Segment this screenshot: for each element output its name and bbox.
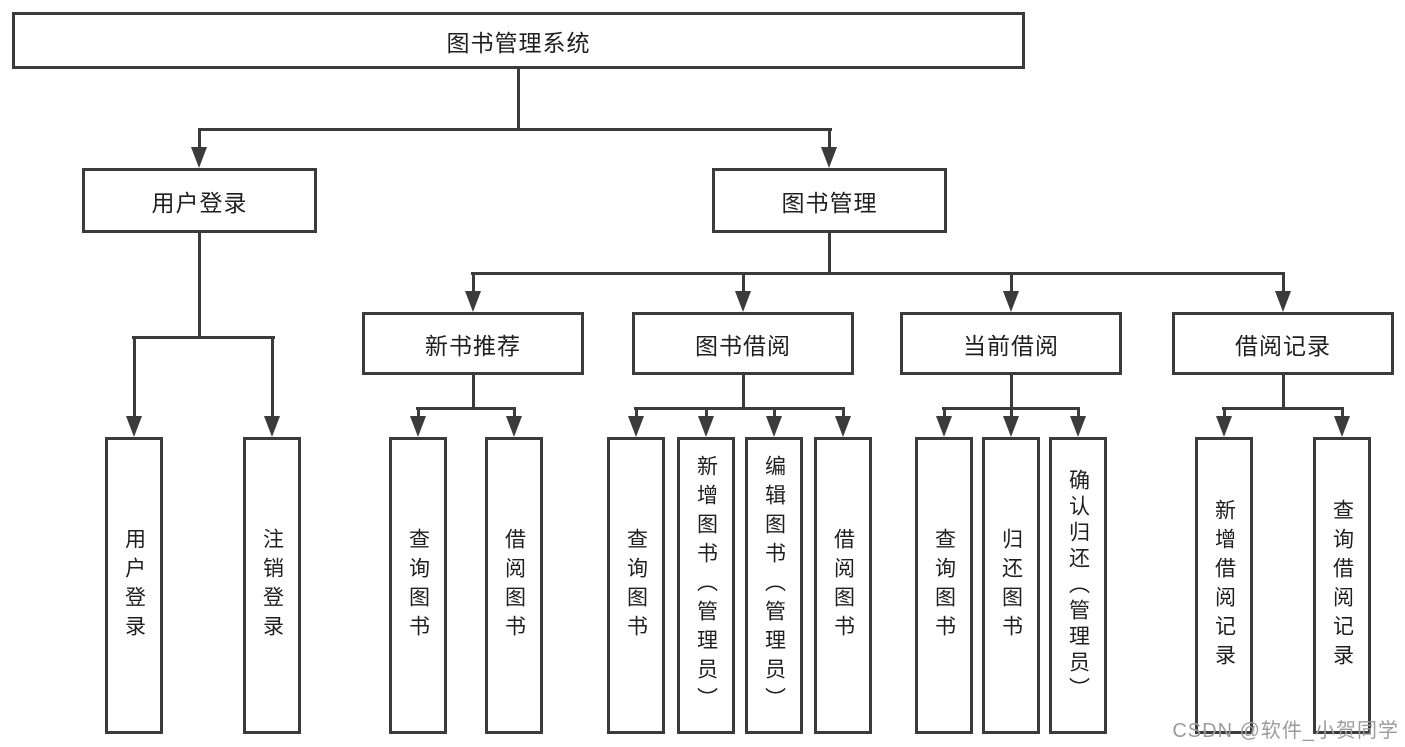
- node-book-management: 图书管理: [712, 168, 947, 233]
- arrowhead-down-icon: [410, 416, 426, 437]
- node-label: 用户登录: [122, 527, 146, 644]
- leaf-logout: 注销登录: [243, 437, 301, 734]
- arrowhead-down-icon: [465, 291, 481, 312]
- connector-line: [773, 407, 776, 419]
- node-user-login: 用户登录: [82, 168, 317, 233]
- node-current-borrowing: 当前借阅: [900, 312, 1122, 375]
- leaf-add-book-admin: 新增图书（管理员）: [677, 437, 735, 734]
- arrowhead-down-icon: [1275, 291, 1291, 312]
- arrowhead-down-icon: [1070, 416, 1086, 437]
- node-label: 新增图书（管理员）: [694, 455, 718, 716]
- node-label: 图书借阅: [695, 332, 791, 359]
- connector-line: [1341, 407, 1344, 419]
- connector-line: [271, 336, 274, 419]
- connector-line: [1282, 375, 1285, 410]
- connector-line: [634, 407, 845, 410]
- connector-line: [513, 407, 516, 419]
- connector-line: [1222, 407, 1344, 410]
- leaf-query-books-borrowing: 查询图书: [607, 437, 665, 734]
- node-label: 新增借阅记录: [1212, 498, 1236, 673]
- node-new-book-recommendation: 新书推荐: [362, 312, 584, 375]
- arrowhead-down-icon: [191, 147, 207, 168]
- connector-line: [828, 128, 831, 150]
- node-label: 借阅记录: [1235, 332, 1331, 359]
- connector-line: [842, 407, 845, 419]
- arrowhead-down-icon: [698, 416, 714, 437]
- connector-line: [1010, 375, 1013, 410]
- connector-line: [198, 128, 201, 150]
- node-book-borrowing: 图书借阅: [632, 312, 854, 375]
- leaf-borrow-books-borrowing: 借阅图书: [814, 437, 872, 734]
- node-label: 借阅图书: [502, 527, 526, 644]
- connector-line: [828, 233, 831, 275]
- leaf-user-login: 用户登录: [105, 437, 163, 734]
- connector-line: [635, 407, 638, 419]
- connector-line: [1223, 407, 1226, 419]
- connector-line: [1010, 407, 1013, 419]
- node-label: 用户登录: [151, 189, 248, 216]
- connector-line: [472, 272, 475, 294]
- arrowhead-down-icon: [506, 416, 522, 437]
- arrowhead-down-icon: [766, 416, 782, 437]
- arrowhead-down-icon: [1003, 416, 1019, 437]
- leaf-query-borrow-record: 查询借阅记录: [1313, 437, 1371, 734]
- node-label: 新书推荐: [425, 332, 521, 359]
- node-label: 当前借阅: [963, 332, 1059, 359]
- node-borrowing-records: 借阅记录: [1172, 312, 1394, 375]
- node-label: 图书管理系统: [446, 29, 591, 56]
- connector-line: [471, 272, 1285, 275]
- connector-line: [472, 375, 475, 410]
- arrowhead-down-icon: [628, 416, 644, 437]
- connector-line: [742, 272, 745, 294]
- arrowhead-down-icon: [1216, 416, 1232, 437]
- connector-line: [1010, 272, 1013, 294]
- arrowhead-down-icon: [1334, 416, 1350, 437]
- arrowhead-down-icon: [735, 291, 751, 312]
- leaf-edit-book-admin: 编辑图书（管理员）: [745, 437, 803, 734]
- connector-line: [943, 407, 946, 419]
- connector-line: [1077, 407, 1080, 419]
- leaf-query-books-current: 查询图书: [915, 437, 973, 734]
- arrowhead-down-icon: [835, 416, 851, 437]
- connector-line: [198, 128, 832, 131]
- node-label: 查询借阅记录: [1330, 498, 1354, 673]
- leaf-borrow-books-recommend: 借阅图书: [485, 437, 543, 734]
- node-label: 查询图书: [624, 527, 648, 644]
- node-label: 查询图书: [406, 527, 430, 644]
- leaf-return-books: 归还图书: [982, 437, 1040, 734]
- connector-line: [417, 407, 420, 419]
- connector-line: [705, 407, 708, 419]
- arrowhead-down-icon: [936, 416, 952, 437]
- connector-line: [198, 233, 201, 339]
- connector-line: [133, 336, 136, 419]
- node-label: 归还图书: [999, 527, 1023, 644]
- connector-line: [742, 375, 745, 410]
- connector-line: [1282, 272, 1285, 294]
- node-label: 借阅图书: [831, 527, 855, 644]
- leaf-query-books-recommend: 查询图书: [389, 437, 447, 734]
- node-label: 确认归还（管理员）: [1066, 468, 1090, 703]
- connector-line: [517, 68, 520, 128]
- arrowhead-down-icon: [821, 147, 837, 168]
- connector-line: [132, 336, 275, 339]
- node-library-management-system: 图书管理系统: [12, 12, 1025, 69]
- arrowhead-down-icon: [264, 416, 280, 437]
- arrowhead-down-icon: [1003, 291, 1019, 312]
- node-label: 图书管理: [781, 189, 878, 216]
- node-label: 注销登录: [260, 527, 284, 644]
- connector-line: [416, 407, 516, 410]
- arrowhead-down-icon: [126, 416, 142, 437]
- csdn-watermark: CSDN @软件_小贺同学: [1172, 720, 1399, 742]
- node-label: 查询图书: [932, 527, 956, 644]
- leaf-confirm-return-admin: 确认归还（管理员）: [1049, 437, 1107, 734]
- leaf-add-borrow-record: 新增借阅记录: [1195, 437, 1253, 734]
- node-label: 编辑图书（管理员）: [762, 455, 786, 716]
